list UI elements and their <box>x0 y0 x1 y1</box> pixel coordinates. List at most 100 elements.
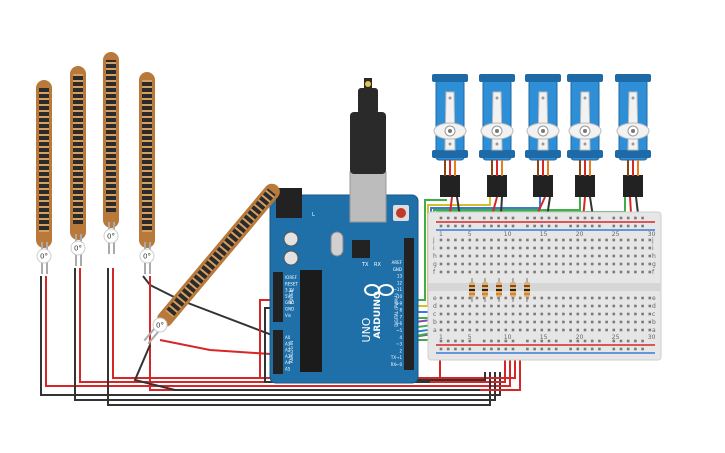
breadboard-hole[interactable] <box>569 304 572 308</box>
breadboard-hole[interactable] <box>605 296 608 300</box>
rail-hole[interactable] <box>612 339 616 343</box>
breadboard-hole[interactable] <box>511 328 515 332</box>
breadboard-hole[interactable] <box>475 320 479 324</box>
breadboard-hole[interactable] <box>576 320 580 324</box>
rail-hole[interactable] <box>590 339 594 343</box>
breadboard-hole[interactable] <box>475 296 479 300</box>
breadboard-hole[interactable] <box>446 246 450 250</box>
breadboard-hole[interactable] <box>554 296 558 300</box>
flex-sensor[interactable]: 0° <box>139 72 155 274</box>
breadboard-hole[interactable] <box>504 304 508 308</box>
breadboard-hole[interactable] <box>626 262 630 266</box>
breadboard-hole[interactable] <box>482 312 486 316</box>
breadboard-hole[interactable] <box>540 320 544 324</box>
breadboard-hole[interactable] <box>490 328 493 332</box>
rail-hole[interactable] <box>626 224 630 228</box>
breadboard-hole[interactable] <box>634 238 637 242</box>
breadboard-hole[interactable] <box>540 312 544 316</box>
breadboard-hole[interactable] <box>598 270 601 274</box>
rail-hole[interactable] <box>634 339 637 343</box>
breadboard-hole[interactable] <box>619 328 623 332</box>
breadboard-hole[interactable] <box>612 328 616 332</box>
rail-hole[interactable] <box>576 347 580 351</box>
breadboard-hole[interactable] <box>504 246 508 250</box>
breadboard-hole[interactable] <box>619 304 623 308</box>
rail-hole[interactable] <box>590 224 594 228</box>
breadboard-hole[interactable] <box>590 254 594 258</box>
breadboard-hole[interactable] <box>482 238 486 242</box>
rail-hole[interactable] <box>454 216 457 220</box>
rail-hole[interactable] <box>497 224 500 228</box>
breadboard-hole[interactable] <box>533 238 536 242</box>
rail-hole[interactable] <box>598 216 601 220</box>
breadboard-hole[interactable] <box>612 270 616 274</box>
breadboard-hole[interactable] <box>475 262 479 266</box>
breadboard-hole[interactable] <box>468 328 472 332</box>
breadboard-hole[interactable] <box>533 328 536 332</box>
rail-hole[interactable] <box>634 216 637 220</box>
breadboard-hole[interactable] <box>547 296 551 300</box>
breadboard-hole[interactable] <box>468 262 472 266</box>
breadboard-hole[interactable] <box>547 312 551 316</box>
flex-sensor[interactable]: 0° <box>103 52 119 254</box>
breadboard-hole[interactable] <box>490 304 493 308</box>
breadboard-hole[interactable] <box>454 320 457 324</box>
breadboard-hole[interactable] <box>634 254 637 258</box>
breadboard-hole[interactable] <box>569 254 572 258</box>
breadboard-hole[interactable] <box>511 320 515 324</box>
rail-hole[interactable] <box>569 224 572 228</box>
breadboard-hole[interactable] <box>612 254 616 258</box>
breadboard-hole[interactable] <box>475 312 479 316</box>
breadboard-hole[interactable] <box>612 238 616 242</box>
breadboard-hole[interactable] <box>583 296 587 300</box>
breadboard-hole[interactable] <box>504 320 508 324</box>
rail-hole[interactable] <box>590 347 594 351</box>
breadboard-hole[interactable] <box>634 328 637 332</box>
breadboard-hole[interactable] <box>490 296 493 300</box>
rail-hole[interactable] <box>454 224 457 228</box>
breadboard-hole[interactable] <box>526 270 529 274</box>
breadboard-hole[interactable] <box>590 312 594 316</box>
rail-hole[interactable] <box>540 347 544 351</box>
breadboard-hole[interactable] <box>612 320 616 324</box>
breadboard-hole[interactable] <box>446 296 450 300</box>
breadboard-hole[interactable] <box>540 304 544 308</box>
breadboard-hole[interactable] <box>511 238 515 242</box>
breadboard-hole[interactable] <box>533 270 536 274</box>
rail-hole[interactable] <box>626 347 630 351</box>
breadboard-hole[interactable] <box>554 238 558 242</box>
breadboard-hole[interactable] <box>468 238 472 242</box>
breadboard-hole[interactable] <box>612 246 616 250</box>
breadboard-hole[interactable] <box>590 246 594 250</box>
breadboard-hole[interactable] <box>576 262 580 266</box>
breadboard-hole[interactable] <box>619 262 623 266</box>
rail-hole[interactable] <box>547 339 551 343</box>
breadboard-hole[interactable] <box>461 254 464 258</box>
breadboard-hole[interactable] <box>605 304 608 308</box>
rail-hole[interactable] <box>554 339 558 343</box>
rail-hole[interactable] <box>490 224 493 228</box>
breadboard-hole[interactable] <box>497 312 500 316</box>
breadboard-hole[interactable] <box>619 270 623 274</box>
breadboard-hole[interactable] <box>569 270 572 274</box>
breadboard-hole[interactable] <box>547 246 551 250</box>
rail-hole[interactable] <box>461 216 464 220</box>
breadboard-hole[interactable] <box>497 246 500 250</box>
breadboard-hole[interactable] <box>641 238 644 242</box>
breadboard-hole[interactable] <box>554 328 558 332</box>
breadboard-hole[interactable] <box>576 328 580 332</box>
breadboard-hole[interactable] <box>583 238 587 242</box>
breadboard-hole[interactable] <box>648 270 652 274</box>
breadboard-hole[interactable] <box>511 304 515 308</box>
breadboard-hole[interactable] <box>439 262 443 266</box>
breadboard-hole[interactable] <box>518 246 522 250</box>
rail-hole[interactable] <box>468 339 472 343</box>
resistor[interactable] <box>496 278 502 302</box>
rail-hole[interactable] <box>526 339 529 343</box>
breadboard-hole[interactable] <box>576 304 580 308</box>
breadboard-hole[interactable] <box>569 320 572 324</box>
breadboard-hole[interactable] <box>446 238 450 242</box>
rail-hole[interactable] <box>490 339 493 343</box>
resistor[interactable] <box>469 278 475 302</box>
breadboard-hole[interactable] <box>554 320 558 324</box>
